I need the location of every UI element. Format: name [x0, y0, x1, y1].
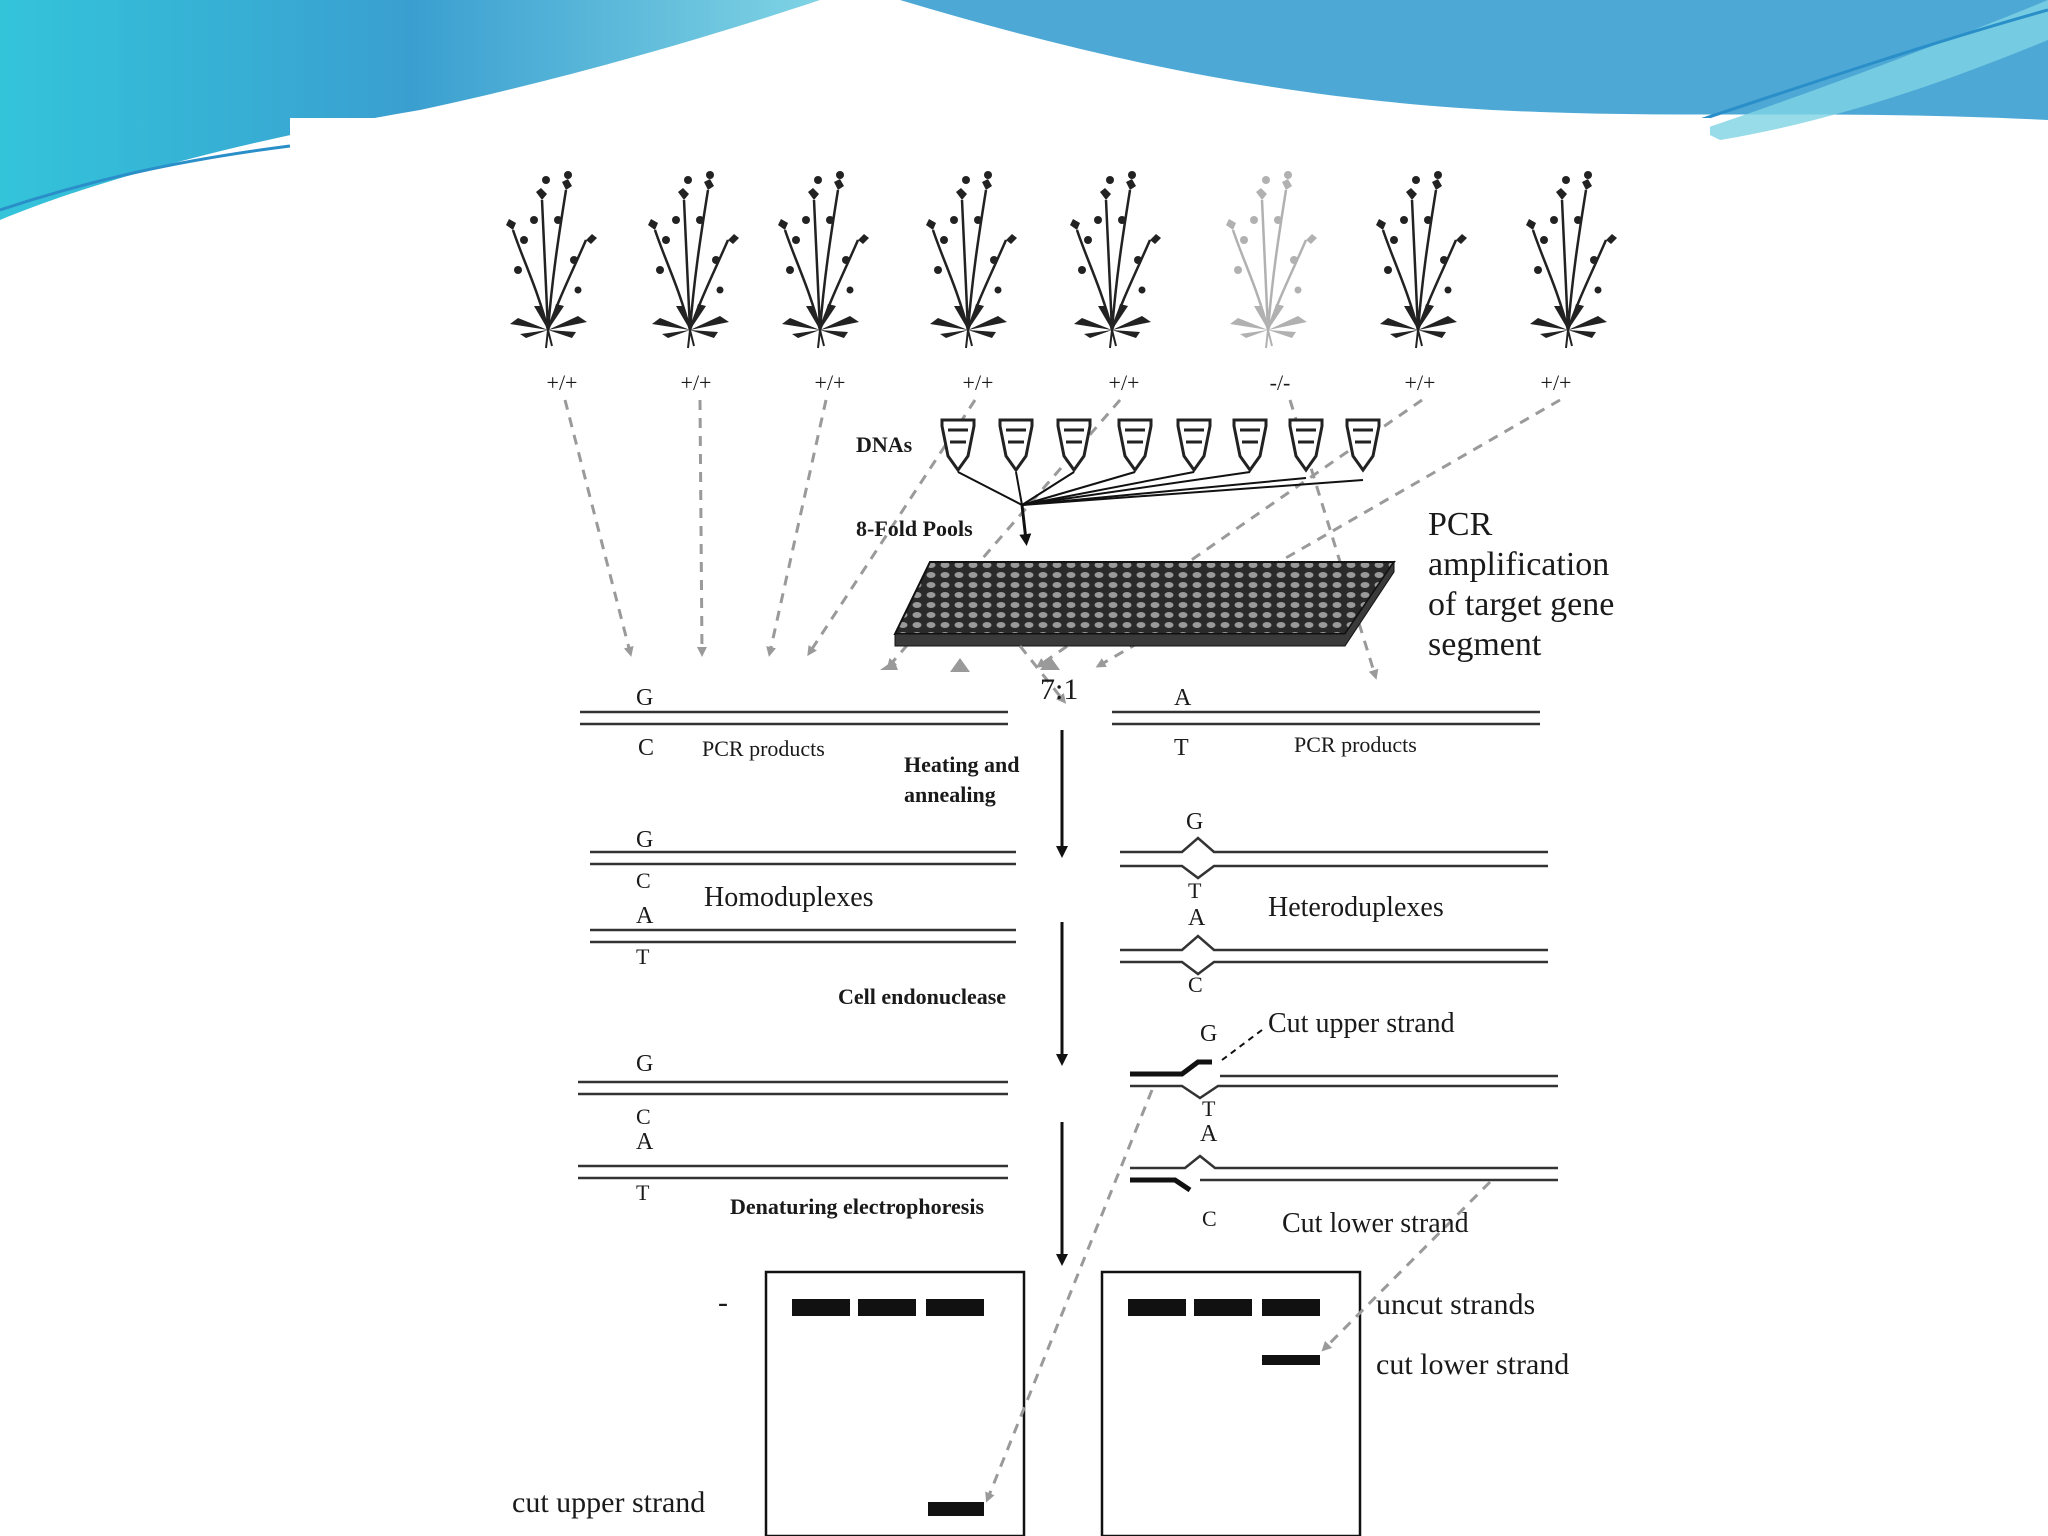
homo-base-c: C — [636, 868, 651, 893]
heating-label-2: annealing — [904, 782, 996, 807]
genotype-1: +/+ — [546, 370, 578, 395]
genotype-8: +/+ — [1540, 370, 1572, 395]
homo-base-a: A — [636, 903, 654, 929]
cut-lower-strand-gel-label: cut lower strand — [1376, 1348, 1570, 1381]
hetero-base-t: T — [1188, 878, 1202, 903]
header-wave-left — [0, 0, 820, 220]
electrophoresis-label: Denaturing electrophoresis — [730, 1194, 984, 1219]
cut-base-a-right: A — [1200, 1121, 1218, 1147]
cut-base-g-left: G — [636, 1051, 654, 1077]
cut-base-a-left: A — [636, 1129, 654, 1155]
gel-bands — [792, 1299, 1320, 1516]
pcr-plate — [893, 560, 1396, 647]
header-band — [0, 0, 2048, 120]
figure-area — [290, 118, 1710, 1536]
pcr-product-lines — [578, 710, 1558, 1182]
cut-lower-strand-label: Cut lower strand — [1282, 1208, 1469, 1239]
pcr-products-left: PCR products — [702, 736, 825, 761]
hetero-base-g: G — [1186, 809, 1204, 835]
pcr-products-right: PCR products — [1294, 732, 1417, 757]
heating-label-1: Heating and — [904, 752, 1020, 777]
cut-base-t-left: T — [636, 1180, 650, 1205]
ratio-label: 7:1 — [1040, 673, 1079, 706]
genotype-6: -/- — [1269, 370, 1291, 395]
base-c-left: C — [638, 735, 655, 761]
uncut-strands-label: uncut strands — [1376, 1288, 1536, 1321]
homo-base-g: G — [636, 827, 654, 853]
base-a-right: A — [1174, 685, 1192, 711]
genotype-4: +/+ — [962, 370, 994, 395]
dnas-label: DNAs — [856, 432, 913, 457]
hetero-base-a: A — [1188, 905, 1206, 931]
genotype-3: +/+ — [814, 370, 846, 395]
genotype-2: +/+ — [680, 370, 712, 395]
gel-minus-label: - — [718, 1286, 728, 1319]
gel-left — [764, 1270, 1026, 1536]
cut-base-c-right: C — [1202, 1206, 1217, 1231]
base-g-left: G — [636, 685, 654, 711]
cut-base-t-right: T — [1202, 1096, 1216, 1121]
homoduplexes-label: Homoduplexes — [704, 882, 874, 913]
pcr-amplification-label: PCR amplification of target gene segment — [1428, 506, 1615, 663]
hetero-base-c: C — [1188, 972, 1203, 997]
cut-base-c-left: C — [636, 1104, 651, 1129]
homo-base-t: T — [636, 944, 650, 969]
cut-upper-strand-label: Cut upper strand — [1268, 1008, 1455, 1039]
cut-upper-strand-gel-label: cut upper strand — [512, 1486, 706, 1519]
heteroduplexes-label: Heteroduplexes — [1268, 892, 1444, 923]
endonuclease-label: Cell endonuclease — [838, 984, 1007, 1009]
pools-label: 8-Fold Pools — [856, 516, 973, 541]
genotype-5: +/+ — [1108, 370, 1140, 395]
base-t-right: T — [1174, 735, 1189, 761]
genotype-7: +/+ — [1404, 370, 1436, 395]
gel-right — [1100, 1270, 1362, 1536]
cut-base-g-right: G — [1200, 1021, 1218, 1047]
